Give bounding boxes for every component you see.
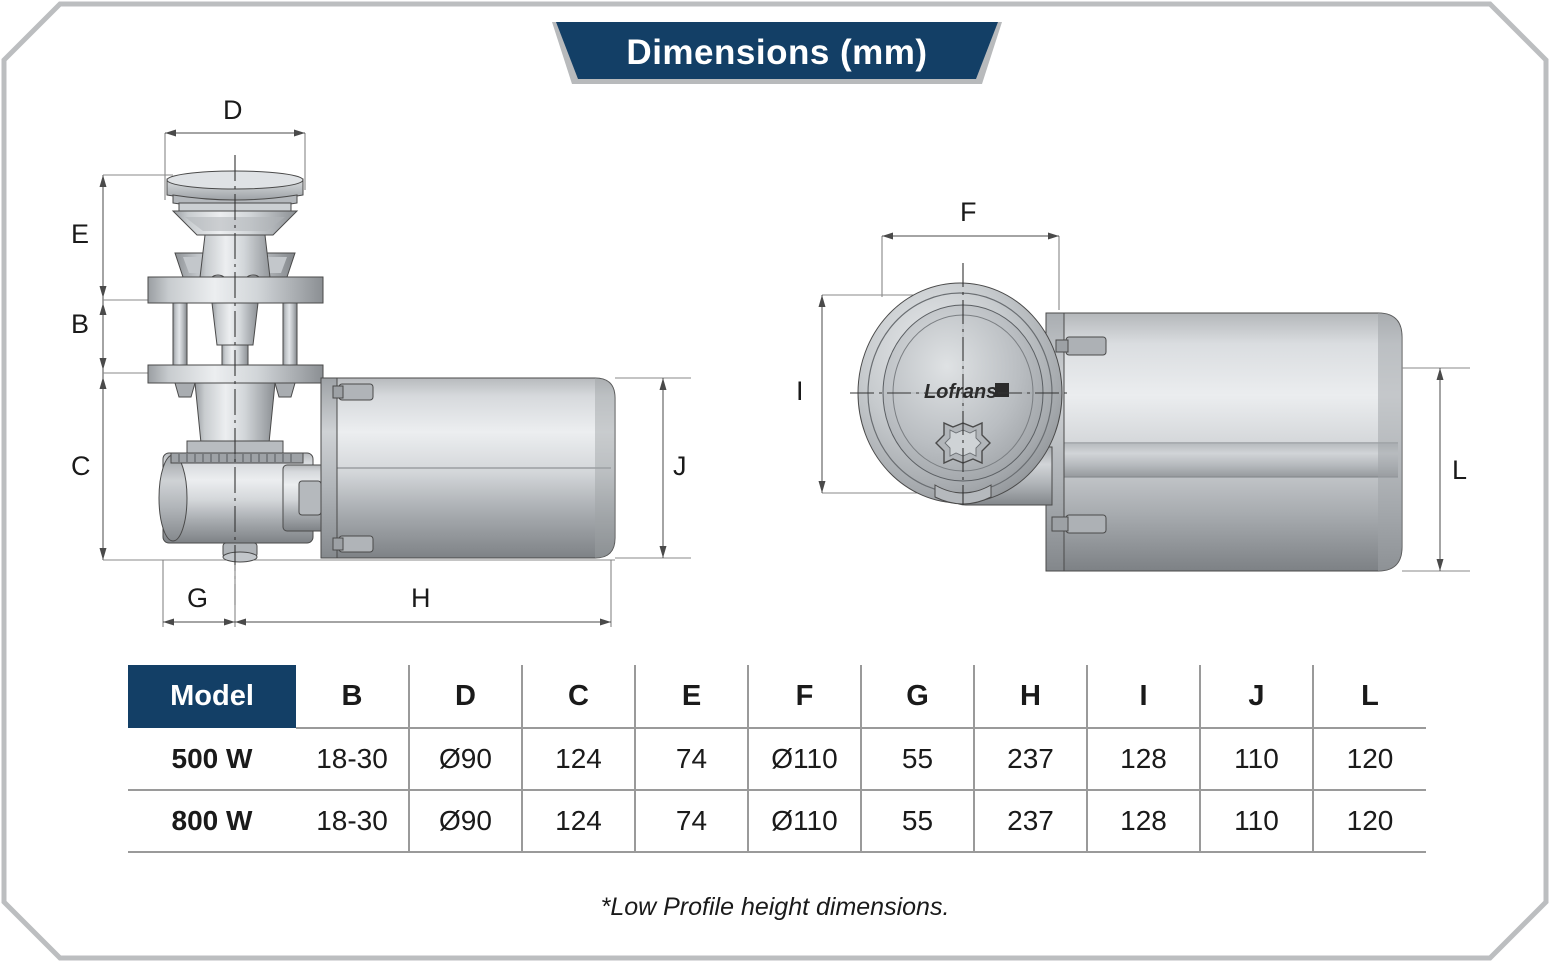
table-cell-C: 124	[522, 728, 636, 791]
windlass-side-elevation-drawing: D E B C J G H	[55, 95, 715, 640]
table-cell-H: 237	[974, 728, 1088, 791]
table-cell-E: 74	[635, 728, 749, 791]
dimensions-table-container: Model B D C E F G H I J L 500 W 18-30	[128, 665, 1426, 853]
windlass-front-elevation-drawing: Lofrans' F I L	[770, 185, 1490, 605]
title-banner: Dimensions (mm)	[552, 22, 1002, 88]
table-cell-B: 18-30	[296, 728, 410, 791]
table-cell-G: 55	[861, 728, 975, 791]
table-header-L: L	[1313, 665, 1426, 729]
dimensions-table: Model B D C E F G H I J L 500 W 18-30	[128, 665, 1426, 853]
dim-label-L: L	[1452, 455, 1468, 485]
svg-text:Lofrans': Lofrans'	[924, 381, 1003, 403]
table-cell-E: 74	[635, 790, 749, 853]
table-cell-D: Ø90	[409, 790, 523, 853]
table-header-D: D	[409, 665, 523, 729]
footnote-text: *Low Profile height dimensions.	[600, 893, 950, 921]
table-cell-F: Ø110	[748, 790, 862, 853]
dim-label-E: E	[71, 219, 90, 249]
table-cell-F: Ø110	[748, 728, 862, 791]
table-header-B: B	[296, 665, 410, 729]
table-cell-D: Ø90	[409, 728, 523, 791]
table-header-I: I	[1087, 665, 1201, 729]
dim-label-J: J	[673, 451, 687, 481]
table-row: 500 W 18-30 Ø90 124 74 Ø110 55 237 128 1…	[128, 728, 1426, 791]
table-header-model: Model	[128, 665, 296, 728]
table-cell-I: 128	[1087, 790, 1201, 853]
table-header-F: F	[748, 665, 862, 729]
table-header-E: E	[635, 665, 749, 729]
table-cell-H: 237	[974, 790, 1088, 853]
dim-label-G: G	[187, 583, 209, 613]
table-header-row: Model B D C E F G H I J L	[128, 665, 1426, 729]
dim-label-H: H	[411, 583, 431, 613]
table-header-G: G	[861, 665, 975, 729]
dim-label-B: B	[71, 309, 90, 339]
table-cell-J: 110	[1200, 728, 1314, 791]
table-row: 800 W 18-30 Ø90 124 74 Ø110 55 237 128 1…	[128, 790, 1426, 853]
dim-label-I: I	[796, 376, 804, 406]
table-cell-G: 55	[861, 790, 975, 853]
table-header-J: J	[1200, 665, 1314, 729]
table-cell-C: 124	[522, 790, 636, 853]
table-cell-model: 500 W	[128, 728, 296, 791]
dim-label-D: D	[223, 95, 243, 125]
table-cell-J: 110	[1200, 790, 1314, 853]
table-header-H: H	[974, 665, 1088, 729]
table-cell-model: 800 W	[128, 790, 296, 853]
table-cell-L: 120	[1313, 728, 1426, 791]
table-cell-L: 120	[1313, 790, 1426, 853]
table-cell-B: 18-30	[296, 790, 410, 853]
title-label: Dimensions (mm)	[626, 33, 928, 72]
table-header-C: C	[522, 665, 636, 729]
dim-label-C: C	[71, 451, 91, 481]
dim-label-F: F	[960, 197, 977, 227]
table-cell-I: 128	[1087, 728, 1201, 791]
